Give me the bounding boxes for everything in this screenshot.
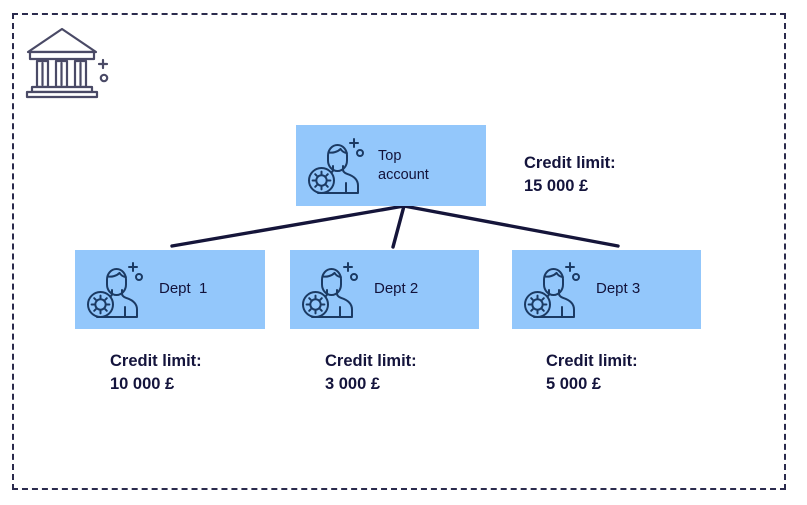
account-box-top-label: Top account — [378, 148, 429, 183]
account-box-dept-2[interactable]: Dept 2 — [290, 250, 479, 329]
user-gear-icon — [306, 135, 372, 197]
credit-limit-top-account: Credit limit: 15 000 £ — [524, 152, 616, 199]
account-box-dept-1[interactable]: Dept 1 — [75, 250, 265, 329]
credit-limit-value: 15 000 £ — [524, 177, 589, 196]
credit-limit-value: 10 000 £ — [110, 375, 175, 394]
dashed-frame-border — [12, 13, 786, 490]
credit-limit-value: 5 000 £ — [546, 375, 602, 394]
credit-limit-label: Credit limit: — [110, 352, 202, 370]
credit-limit-label: Credit limit: — [325, 352, 417, 370]
credit-limit-value: 3 000 £ — [325, 375, 381, 394]
account-box-top[interactable]: Top account — [296, 125, 486, 206]
user-gear-icon — [85, 259, 151, 321]
credit-limit-label: Credit limit: — [524, 154, 616, 172]
account-box-dept-3-label: Dept 3 — [596, 280, 641, 298]
credit-limit-label: Credit limit: — [546, 352, 638, 370]
bank-building-icon — [22, 22, 114, 102]
credit-limit-dept-3: Credit limit: 5 000 £ — [546, 350, 638, 397]
account-box-dept-1-label: Dept 1 — [159, 280, 208, 298]
user-gear-icon — [522, 259, 588, 321]
account-box-dept-2-label: Dept 2 — [374, 280, 419, 298]
account-box-dept-3[interactable]: Dept 3 — [512, 250, 701, 329]
credit-limit-dept-2: Credit limit: 3 000 £ — [325, 350, 417, 397]
user-gear-icon — [300, 259, 366, 321]
credit-limit-dept-1: Credit limit: 10 000 £ — [110, 350, 202, 397]
